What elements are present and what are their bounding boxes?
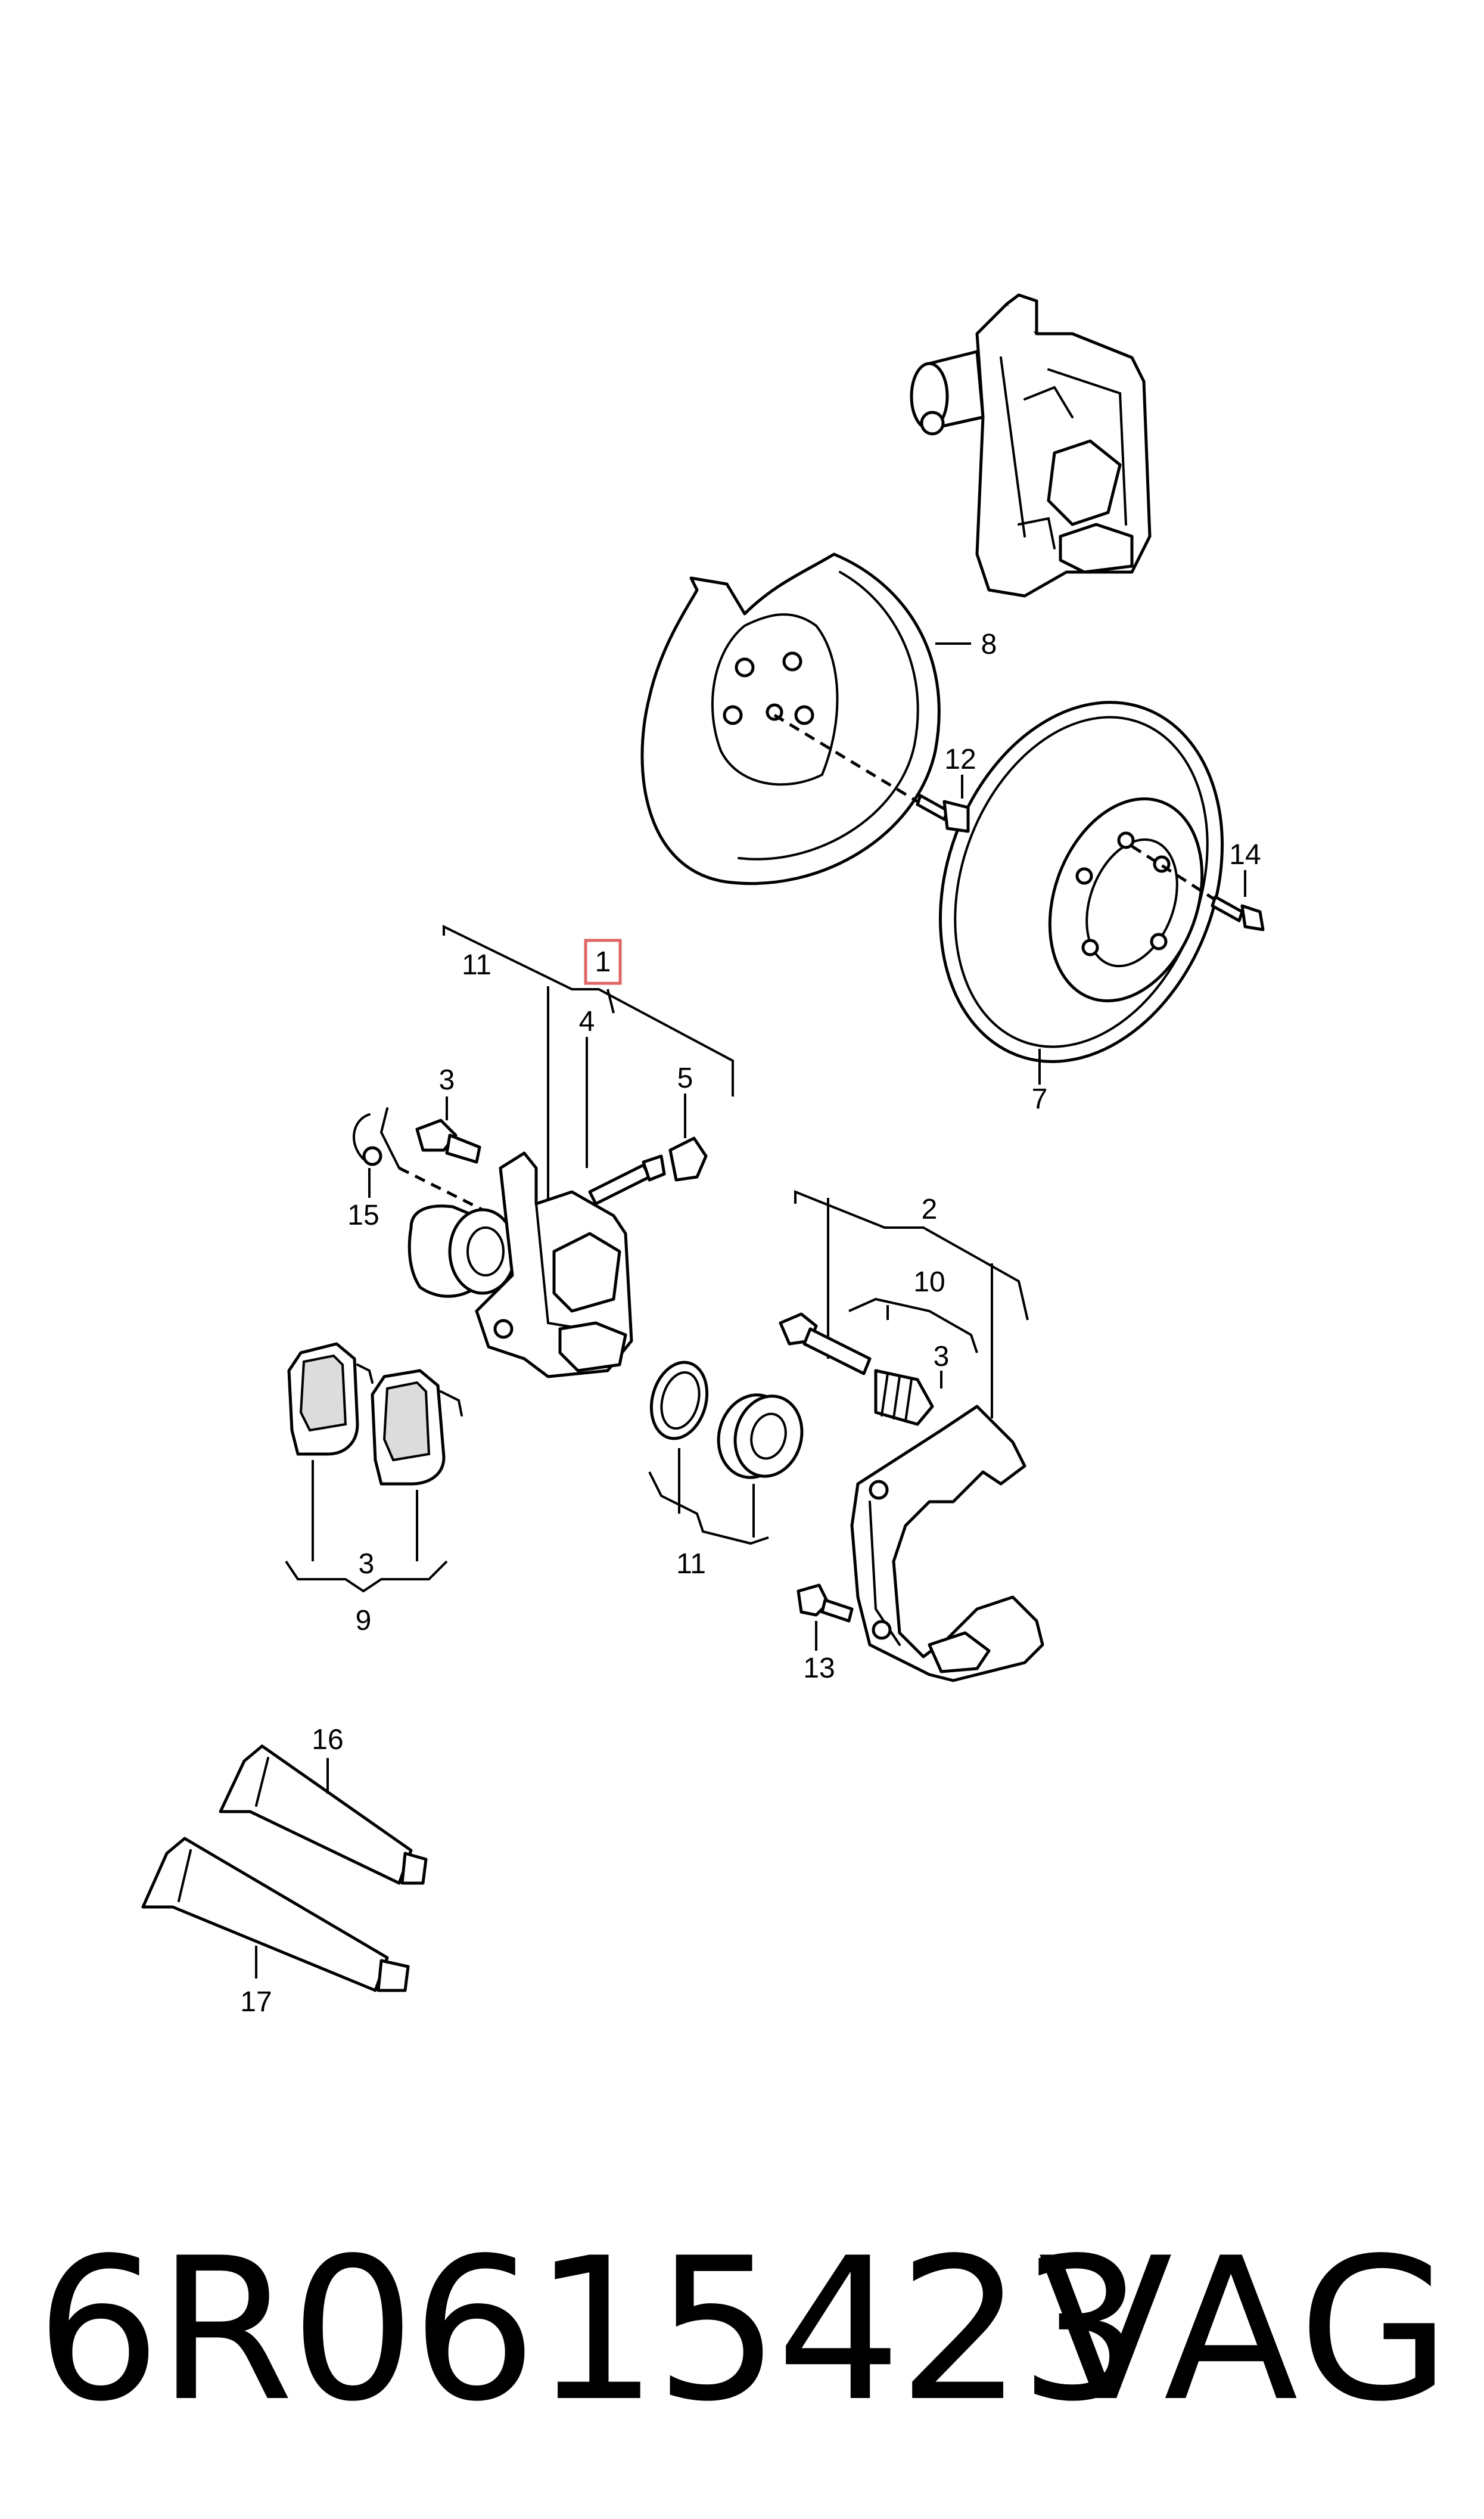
callout-14: 14 [1229, 839, 1261, 871]
brake-pads-illustration [285, 1342, 463, 1593]
brake-caliper-illustration [407, 1151, 633, 1378]
carrier-bolt-illustration [779, 1312, 934, 1426]
splash-shield-illustration [640, 552, 971, 886]
callout-10: 10 [913, 1266, 945, 1298]
brake-disc-illustration [938, 701, 1224, 1085]
callout-12: 12 [944, 744, 976, 775]
callout-4: 4 [579, 1006, 595, 1038]
callout-15: 15 [347, 1200, 379, 1231]
highlight-box [584, 939, 622, 985]
caliper-assembly-illustration [910, 293, 1152, 598]
callout-17: 17 [240, 1986, 272, 2018]
grease-tube-17-illustration [141, 1837, 410, 1992]
callout-1: 1 [595, 946, 611, 978]
brake-carrier-illustration [850, 1405, 1044, 1682]
brand-name: VAG [1038, 2216, 1454, 2445]
callout-5: 5 [677, 1063, 693, 1094]
callout-16: 16 [312, 1724, 343, 1756]
callout-3-pads: 3 [359, 1548, 375, 1580]
part-number: 6R0615423 [36, 2216, 1144, 2445]
callout-9: 9 [356, 1605, 372, 1636]
callout-11-caliper: 11 [462, 949, 491, 981]
guide-pin-illustration [588, 1136, 708, 1206]
callout-8: 8 [981, 629, 997, 660]
seal-and-bearing-illustration [648, 1361, 804, 1545]
footer: 6R0615423 VAG [0, 2205, 1484, 2455]
callout-2: 2 [922, 1194, 938, 1225]
callout-13: 13 [803, 1653, 835, 1684]
callout-11-seal: 11 [676, 1548, 706, 1580]
bolt-13-illustration [797, 1583, 854, 1651]
caliper-bolt-illustration [353, 1097, 481, 1198]
bolt-12-illustration [916, 775, 970, 833]
grease-tube-16-illustration [219, 1744, 428, 1885]
callout-3-sleeve: 3 [934, 1341, 950, 1372]
callout-7: 7 [1032, 1083, 1048, 1115]
screw-14-illustration [1211, 870, 1265, 931]
callout-3-upper: 3 [439, 1064, 455, 1096]
